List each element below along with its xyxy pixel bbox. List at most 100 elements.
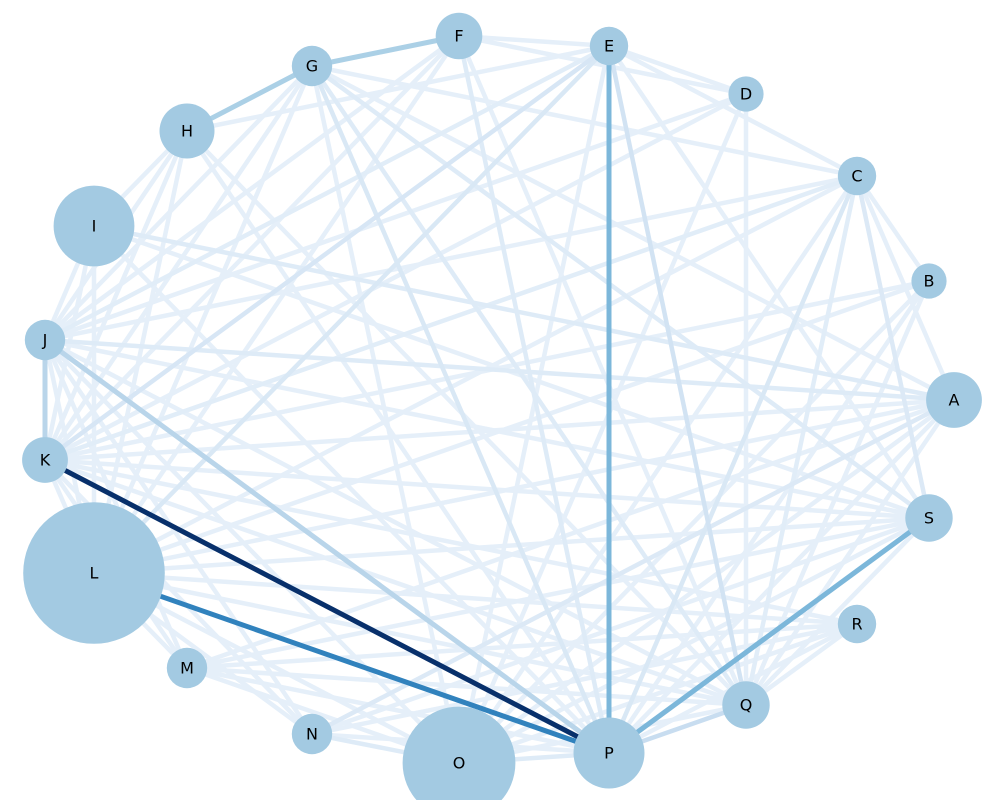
edge-g-p	[309, 65, 612, 754]
edge-b-q	[743, 280, 932, 706]
edge-j-m	[42, 339, 190, 669]
node-label-q: Q	[740, 696, 753, 715]
edge-h-l	[91, 130, 190, 574]
edge-h-k	[42, 130, 190, 461]
node-p: P	[573, 717, 645, 789]
edge-g-c	[311, 63, 858, 179]
edge-p-a	[607, 398, 956, 755]
node-e: E	[589, 26, 629, 66]
node-label-l: L	[90, 564, 99, 583]
node-circle-b	[911, 263, 947, 299]
node-label-k: K	[40, 451, 51, 470]
node-label-b: B	[924, 272, 935, 291]
edge-f-l	[92, 34, 461, 575]
edge-e-c	[607, 44, 859, 178]
node-s: S	[905, 494, 953, 542]
edge-e-k	[43, 44, 611, 462]
node-label-e: E	[604, 37, 614, 56]
node-circle-k	[22, 437, 68, 483]
edge-c-b	[855, 174, 931, 283]
node-circle-a	[926, 372, 982, 428]
edge-g-j	[43, 64, 314, 342]
node-label-r: R	[851, 615, 862, 634]
node-label-f: F	[454, 27, 463, 46]
edge-j-n	[43, 338, 314, 736]
node-circle-j	[24, 319, 66, 361]
node-label-d: D	[740, 85, 752, 104]
node-d: D	[728, 76, 764, 112]
edge-e-j	[43, 44, 611, 342]
node-label-h: H	[181, 122, 193, 141]
edge-g-s	[310, 64, 931, 520]
node-circle-l	[23, 502, 165, 644]
edge-c-p	[606, 175, 860, 754]
node-r: R	[837, 604, 877, 644]
edge-r-m	[186, 621, 858, 671]
edge-o-s	[457, 516, 931, 765]
edge-f-d	[458, 33, 747, 97]
node-j: J	[24, 319, 66, 361]
edges-layer	[42, 33, 957, 766]
node-h: H	[159, 103, 215, 159]
node-c: C	[837, 156, 877, 196]
edge-l-s	[93, 515, 930, 576]
edge-b-p	[607, 279, 931, 755]
node-circle-g	[291, 45, 333, 87]
node-circle-d	[728, 76, 764, 112]
edge-q-a	[744, 398, 956, 707]
node-circle-q	[722, 681, 770, 729]
edge-c-q	[743, 175, 860, 706]
node-k: K	[22, 437, 68, 483]
node-circle-i	[53, 185, 135, 267]
edge-k-p	[43, 457, 611, 756]
edge-j-q	[43, 338, 748, 707]
node-circle-c	[837, 156, 877, 196]
node-label-s: S	[924, 509, 934, 528]
edge-e-d	[608, 43, 747, 97]
node-circle-e	[589, 26, 629, 66]
nodes-layer: A B C D E F G H I J K L M N O P Q R S	[22, 12, 982, 800]
edge-j-c	[44, 173, 858, 343]
edge-e-h	[186, 43, 610, 134]
node-m: M	[166, 647, 208, 689]
edge-g-f	[311, 33, 460, 69]
node-n: N	[291, 713, 333, 755]
node-label-n: N	[306, 725, 318, 744]
node-label-g: G	[306, 57, 318, 76]
edge-a-n	[310, 398, 956, 736]
edge-e-l	[92, 44, 611, 575]
edge-f-e	[458, 33, 610, 49]
node-a: A	[926, 372, 982, 428]
edge-l-r	[93, 570, 858, 627]
edge-l-p	[93, 570, 610, 756]
node-label-c: C	[851, 167, 862, 186]
node-label-i: I	[92, 217, 97, 236]
node-q: Q	[722, 681, 770, 729]
edge-g-a	[310, 64, 956, 402]
edge-s-p	[607, 515, 931, 756]
node-circle-o	[402, 706, 516, 800]
edge-f-j	[43, 34, 461, 342]
edge-r-n	[311, 621, 858, 737]
node-g: G	[291, 45, 333, 87]
node-label-o: O	[453, 754, 466, 773]
edge-m-p	[186, 665, 610, 756]
node-circle-m	[166, 647, 208, 689]
edge-m-q	[186, 665, 747, 708]
node-circle-n	[291, 713, 333, 755]
edge-n-s	[311, 515, 930, 737]
node-i: I	[53, 185, 135, 267]
node-o: O	[402, 706, 516, 800]
node-label-j: J	[42, 331, 48, 350]
edge-c-k	[44, 173, 858, 463]
edge-g-o	[309, 65, 462, 764]
node-label-m: M	[180, 659, 194, 678]
edge-g-k	[43, 64, 314, 462]
node-circle-h	[159, 103, 215, 159]
node-circle-s	[905, 494, 953, 542]
edge-i-a	[93, 223, 955, 403]
node-label-p: P	[604, 744, 614, 763]
edge-e-q	[606, 45, 749, 706]
edge-j-p	[43, 337, 611, 756]
